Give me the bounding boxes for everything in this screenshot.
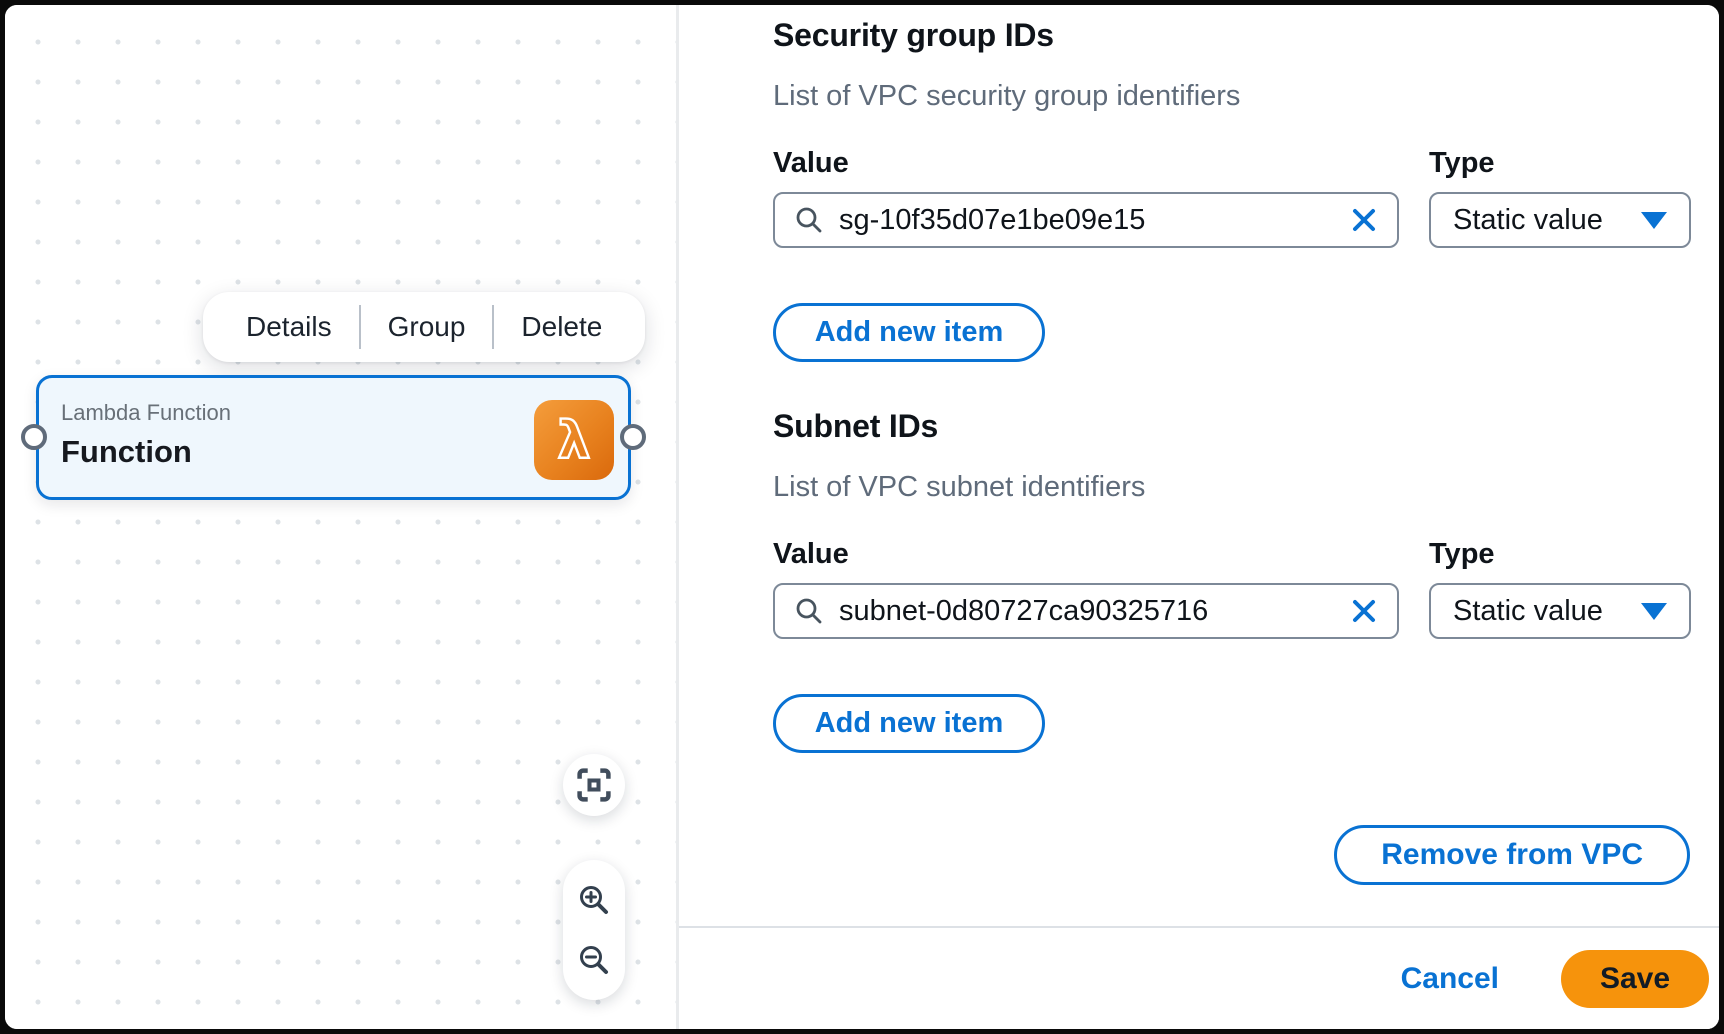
security-group-value-input[interactable]: [839, 203, 1349, 237]
security-group-type-select[interactable]: Static value: [1429, 192, 1691, 248]
panel-separator: [676, 5, 679, 1029]
menu-item-group[interactable]: Group: [387, 311, 466, 342]
zoom-out-icon: [580, 946, 608, 974]
section-security-group-ids: Security group IDs List of VPC security …: [773, 17, 1691, 362]
type-label: Type: [1429, 538, 1495, 570]
search-icon: [796, 598, 822, 624]
properties-panel: Security group IDs List of VPC security …: [679, 5, 1719, 1029]
value-label: Value: [773, 147, 849, 179]
section-subnet-ids: Subnet IDs List of VPC subnet identifier…: [773, 408, 1691, 753]
chevron-down-icon: [1641, 211, 1667, 229]
lambda-glyph: λ: [558, 411, 591, 471]
subnet-type-select[interactable]: Static value: [1429, 583, 1691, 639]
panel-content: Security group IDs List of VPC security …: [679, 5, 1719, 885]
security-group-value-field[interactable]: [773, 192, 1399, 248]
diagram-canvas[interactable]: Details Group Delete Lambda Function Fun…: [5, 5, 676, 1029]
lambda-function-node[interactable]: Lambda Function Function λ: [21, 375, 646, 500]
lambda-icon: λ: [534, 400, 614, 480]
menu-item-details[interactable]: Details: [246, 311, 332, 342]
chevron-down-icon: [1641, 602, 1667, 620]
node-type-label: Lambda Function: [61, 400, 231, 425]
add-subnet-button[interactable]: Add new item: [773, 694, 1045, 753]
node-port-right[interactable]: [620, 424, 646, 450]
clear-x-icon: [1353, 209, 1375, 231]
zoom-controls: [563, 860, 625, 1000]
section-description: List of VPC security group identifiers: [773, 80, 1241, 112]
save-button[interactable]: Save: [1561, 949, 1709, 1008]
type-select-value: Static value: [1453, 203, 1603, 236]
node-context-menu: Details Group Delete: [203, 292, 646, 362]
remove-from-vpc-button[interactable]: Remove from VPC: [1334, 825, 1690, 885]
menu-divider: [358, 305, 361, 349]
panel-footer: Cancel Save: [679, 926, 1719, 1029]
subnet-value-field[interactable]: [773, 583, 1399, 639]
value-label: Value: [773, 538, 849, 570]
section-heading: Subnet IDs: [773, 408, 939, 444]
section-heading: Security group IDs: [773, 17, 1054, 53]
section-description: List of VPC subnet identifiers: [773, 471, 1146, 503]
clear-value-button[interactable]: [1349, 205, 1379, 235]
screen: Details Group Delete Lambda Function Fun…: [5, 5, 1719, 1029]
type-select-value: Static value: [1453, 594, 1603, 627]
type-label: Type: [1429, 147, 1495, 179]
add-security-group-button[interactable]: Add new item: [773, 303, 1045, 362]
node-texts: Lambda Function Function: [61, 400, 231, 470]
cancel-button[interactable]: Cancel: [1400, 961, 1499, 995]
zoom-in-icon: [580, 886, 608, 914]
search-icon: [796, 207, 822, 233]
clear-x-icon: [1353, 600, 1375, 622]
menu-item-delete[interactable]: Delete: [521, 311, 603, 342]
fit-view-button[interactable]: [563, 754, 625, 816]
node-title: Function: [61, 434, 192, 469]
menu-divider: [492, 305, 495, 349]
zoom-out-button[interactable]: [574, 940, 614, 980]
node-port-left[interactable]: [21, 424, 47, 450]
clear-value-button[interactable]: [1349, 596, 1379, 626]
fit-view-icon: [577, 768, 611, 802]
subnet-value-input[interactable]: [839, 594, 1349, 628]
zoom-in-button[interactable]: [574, 880, 614, 920]
